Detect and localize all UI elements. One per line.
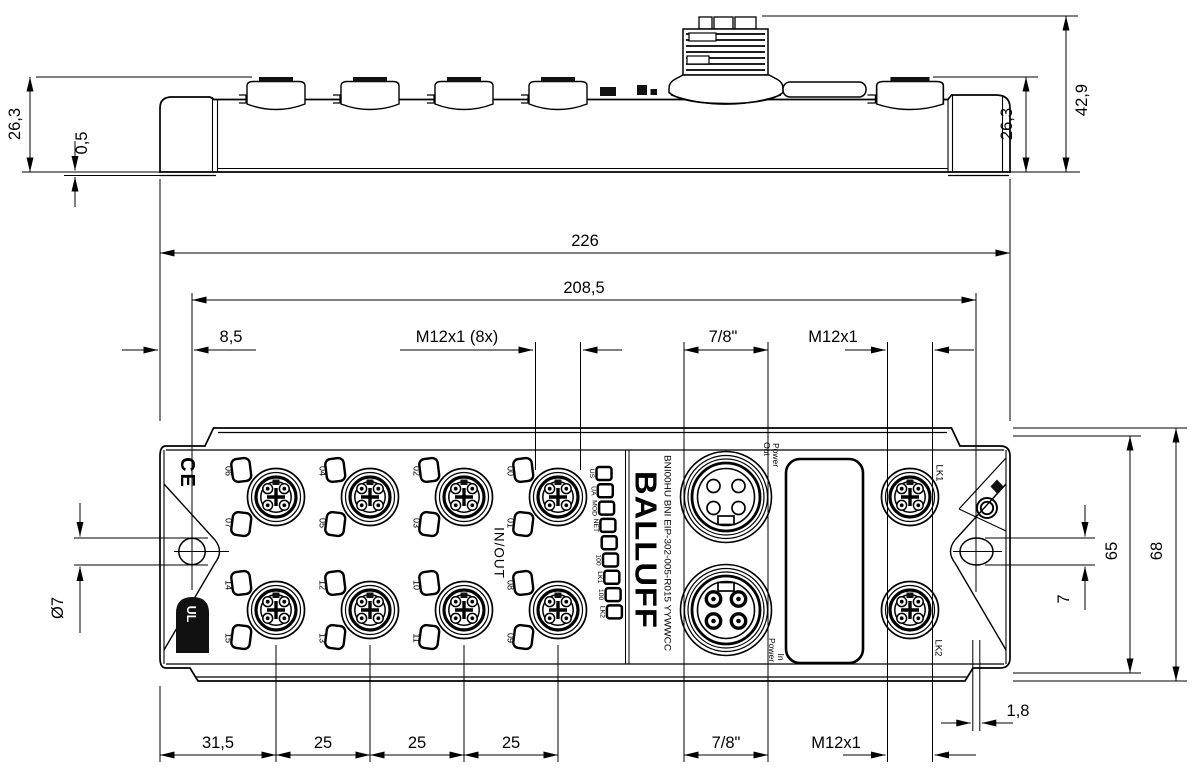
ce-mark: CE bbox=[176, 457, 198, 489]
dim-pitch-3: 25 bbox=[502, 734, 520, 752]
led-ua bbox=[596, 483, 615, 499]
io-connectors bbox=[229, 456, 589, 651]
model-text: BNI00HU BNI EIP-302-005-R015 YYWWCC bbox=[662, 455, 673, 651]
power-out-label-1: Power bbox=[771, 443, 781, 467]
lk1-label: LK1 bbox=[934, 465, 945, 482]
power-in-label-1: Power bbox=[767, 638, 777, 662]
dim-overall-height: 68 bbox=[1148, 542, 1166, 560]
dim-power-thread-bottom: 7/8" bbox=[712, 734, 741, 752]
port-label-00: 00 bbox=[506, 466, 516, 476]
led-lk2 bbox=[605, 604, 624, 620]
led-100-1 bbox=[601, 552, 620, 568]
side-view bbox=[159, 16, 1011, 177]
dim-edge-offset: 8,5 bbox=[220, 328, 243, 346]
dim-power-thread: 7/8" bbox=[709, 328, 738, 346]
dim-side-height-right: 26,3 bbox=[998, 108, 1016, 140]
port-label-09: 09 bbox=[506, 633, 516, 643]
earth-terminal bbox=[976, 497, 998, 519]
port-label-05: 05 bbox=[318, 518, 328, 528]
side-nut bbox=[238, 76, 306, 111]
dim-net-thread-bottom: M12x1 bbox=[811, 734, 861, 752]
port-label-02: 02 bbox=[412, 466, 422, 476]
port-label-10: 10 bbox=[412, 580, 422, 590]
side-nut bbox=[426, 76, 494, 111]
dim-side-height: 26,3 bbox=[6, 108, 24, 140]
power-in-connector bbox=[678, 562, 774, 658]
led-us bbox=[595, 465, 613, 482]
dim-hole-span: 208,5 bbox=[563, 279, 604, 297]
dim-slot-width: 7 bbox=[1055, 594, 1073, 603]
dim-first-pitch: 31,5 bbox=[202, 734, 234, 752]
port-labels: 06 07 04 05 02 03 00 01 14 15 12 13 10 1… bbox=[224, 466, 516, 643]
port-label-15: 15 bbox=[224, 633, 234, 643]
right-mounting-flange bbox=[949, 483, 1007, 651]
side-nut bbox=[520, 76, 588, 111]
power-out-label-2: Out bbox=[762, 442, 772, 456]
power-in-label-2: In bbox=[776, 653, 786, 660]
dim-hole-dia: Ø7 bbox=[49, 597, 67, 619]
m12-port bbox=[527, 579, 589, 641]
dim-total-width: 226 bbox=[571, 232, 599, 250]
front-view: CE UL 06 07 04 05 02 03 00 01 14 15 12 1… bbox=[159, 427, 1011, 682]
m12-port bbox=[339, 466, 401, 528]
side-nut bbox=[332, 76, 400, 111]
port-label-06: 06 bbox=[224, 466, 234, 476]
brand-logo: BALLUFF bbox=[629, 471, 664, 629]
dim-pitch-2: 25 bbox=[408, 734, 426, 752]
port-label-11: 11 bbox=[412, 633, 422, 642]
port-label-03: 03 bbox=[412, 518, 422, 528]
led-label-lk1: LK1 bbox=[596, 571, 603, 583]
dim-foot: 0,5 bbox=[73, 132, 91, 155]
label-plate bbox=[784, 457, 865, 665]
dim-io-thread: M12x1 (8x) bbox=[416, 328, 499, 346]
side-label-plate bbox=[782, 81, 867, 98]
side-power-connector bbox=[668, 16, 784, 105]
m12-port bbox=[339, 579, 401, 641]
led-label-lk2: LK2 bbox=[598, 606, 605, 618]
m12-port bbox=[527, 466, 589, 528]
dim-pitch-1: 25 bbox=[314, 734, 332, 752]
lk2-label: LK2 bbox=[933, 640, 944, 657]
ul-mark-badge bbox=[176, 597, 209, 653]
m12-port bbox=[245, 579, 307, 641]
m12-port bbox=[433, 579, 495, 641]
front-housing-outline bbox=[159, 427, 1011, 682]
lk2-connector bbox=[879, 579, 941, 641]
led-label-mod: MOD bbox=[591, 500, 598, 516]
dimensions-layer: 26,3 0,5 26,3 42,9 226 208,5 8,5 M12x1 (… bbox=[6, 15, 1187, 762]
led-block: US UA MOD NET 100 LK1 100 LK2 bbox=[588, 465, 624, 620]
led-label-us: US bbox=[588, 469, 595, 479]
port-label-14: 14 bbox=[224, 580, 234, 590]
dim-body-height: 65 bbox=[1103, 542, 1121, 560]
dim-net-thread: M12x1 bbox=[808, 328, 858, 346]
side-nut-lk bbox=[866, 76, 945, 111]
port-label-13: 13 bbox=[318, 633, 328, 643]
port-label-04: 04 bbox=[318, 466, 328, 476]
led-net bbox=[599, 517, 617, 534]
led-label-100a: 100 bbox=[595, 554, 602, 566]
dim-slot-offset: 1,8 bbox=[1007, 702, 1030, 720]
m12-port-00-01 bbox=[245, 466, 307, 528]
led-blank bbox=[600, 534, 618, 551]
port-label-12: 12 bbox=[318, 580, 328, 590]
ul-mark: UL bbox=[184, 606, 198, 623]
port-label-07: 07 bbox=[224, 518, 234, 528]
port-label-01: 01 bbox=[506, 518, 516, 528]
dim-total-height-side: 42,9 bbox=[1073, 84, 1091, 116]
port-label-08: 08 bbox=[506, 580, 516, 590]
led-label-100b: 100 bbox=[597, 589, 604, 601]
io-zone-label: IN/OUT bbox=[492, 527, 507, 579]
led-label-ua: UA bbox=[589, 486, 596, 496]
power-out-connector bbox=[678, 449, 774, 545]
led-lk1 bbox=[603, 569, 621, 586]
led-mod bbox=[597, 500, 616, 516]
earth-symbol-icon bbox=[990, 479, 1004, 494]
m12-port bbox=[433, 466, 495, 528]
led-100-2 bbox=[604, 586, 622, 603]
lk1-connector bbox=[879, 466, 941, 528]
led-label-net: NET bbox=[592, 519, 599, 533]
